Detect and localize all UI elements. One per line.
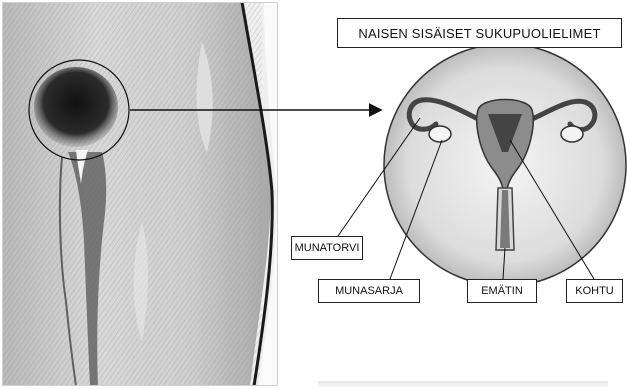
- bottom-strip-decoration: [318, 381, 608, 387]
- label-munatorvi: MUNATORVI: [291, 236, 363, 260]
- label-kohtu: KOHTU: [566, 279, 623, 303]
- label-ematin: EMÄTIN: [467, 279, 537, 303]
- right-ovary: [561, 126, 583, 142]
- diagram-title: NAISEN SISÄISET SUKUPUOLIELIMET: [337, 18, 622, 48]
- zoom-source-circle: [29, 60, 129, 160]
- left-ovary: [429, 126, 451, 142]
- label-munasarja: MUNASARJA: [318, 279, 420, 303]
